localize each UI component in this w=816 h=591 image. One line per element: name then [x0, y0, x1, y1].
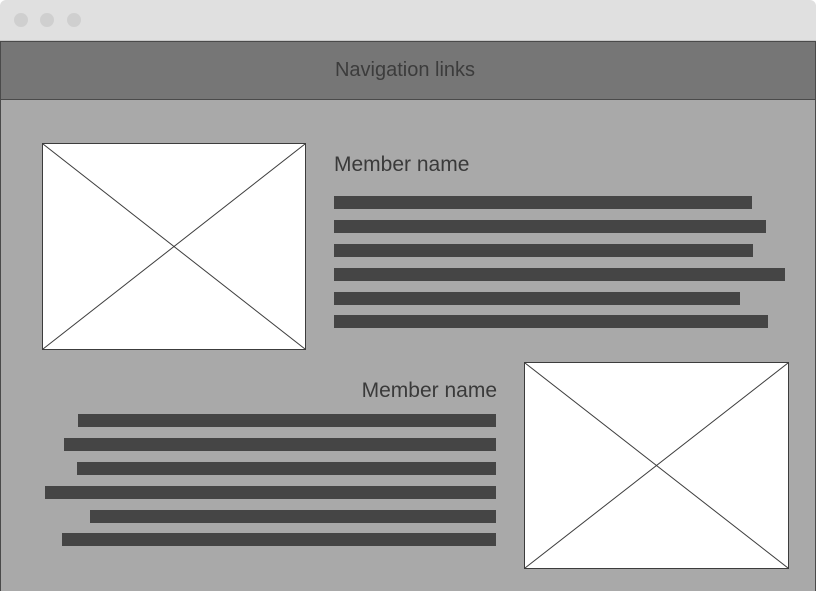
text-line-placeholder	[334, 315, 768, 328]
member-photo-placeholder	[524, 362, 789, 569]
close-window-button[interactable]	[14, 13, 28, 27]
text-line-placeholder	[90, 510, 496, 523]
text-line-placeholder	[334, 268, 785, 281]
member-name-heading: Member name	[361, 379, 497, 402]
text-line-placeholder	[334, 196, 752, 209]
navigation-links[interactable]: Navigation links	[334, 59, 476, 81]
text-line-placeholder	[77, 462, 496, 475]
member-name-heading: Member name	[334, 153, 470, 176]
text-line-placeholder	[334, 220, 766, 233]
image-placeholder-icon	[525, 363, 788, 568]
member-photo-placeholder	[42, 143, 306, 350]
navigation-bar: Navigation links	[1, 41, 815, 100]
text-line-placeholder	[334, 244, 753, 257]
text-line-placeholder	[64, 438, 496, 451]
maximize-window-button[interactable]	[67, 13, 81, 27]
minimize-window-button[interactable]	[40, 13, 54, 27]
text-line-placeholder	[62, 533, 496, 546]
text-line-placeholder	[78, 414, 496, 427]
text-line-placeholder	[334, 292, 740, 305]
text-line-placeholder	[45, 486, 496, 499]
window-titlebar	[0, 0, 816, 41]
page-content: Navigation links Member name Member name	[0, 41, 816, 591]
image-placeholder-icon	[43, 144, 305, 349]
